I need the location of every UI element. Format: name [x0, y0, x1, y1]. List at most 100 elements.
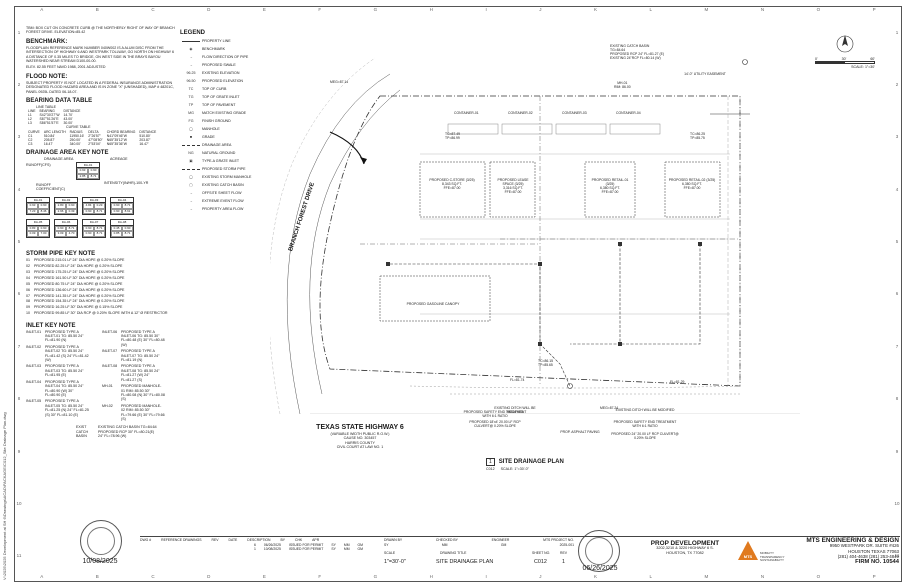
inlet-text: PROPOSED MANHOLE-01 RIM: 85.50 30" FL=80…	[121, 384, 165, 402]
table-cell: 2°26'57"	[88, 133, 101, 138]
drainage-box-name: DA-05	[27, 220, 49, 226]
inlet-text: PROPOSED MANHOLE-02 RIM: 85.50 30" FL=79…	[121, 403, 165, 421]
legend-row: PROPERTY LINE	[180, 37, 272, 45]
flood-title: FLOOD NOTE:	[26, 73, 68, 80]
legend-label: EXISTING CATCH BASIN	[202, 183, 244, 187]
drainage-box-name: DA-03	[83, 198, 105, 204]
owner-address-2: HOUSTON, TX 77082	[666, 551, 704, 555]
legend-symbol: ■	[189, 135, 193, 139]
gasoline-canopy: PROPOSED GASOLINE CANOPY	[406, 302, 460, 306]
storm-pipe-text: PROPOSED 161.50 LF 30" DIA HDPE @ 0.20% …	[34, 275, 125, 280]
drainage-box-value: 0.93	[77, 168, 88, 174]
revision-header-cell: BY	[280, 538, 285, 542]
legend-label: MANHOLE	[202, 127, 220, 131]
revision-cell: 6	[254, 543, 256, 547]
legend-label: FINISH GROUND	[202, 119, 231, 123]
table-cell: 203.87'	[139, 137, 151, 142]
table-cell: C2	[28, 137, 33, 142]
revision-cell: SY	[331, 543, 336, 547]
table-header: LINE	[28, 109, 36, 114]
spot-8: FL=81.74	[510, 378, 525, 382]
drainage-box-name: DA-08	[111, 220, 133, 226]
grid-number: 1	[895, 29, 899, 35]
storm-pipe-text: PROPOSED 175.25 LF 24" DIA HDPE @ 0.20% …	[34, 269, 125, 274]
drainage-box-value: 2.96	[55, 208, 66, 215]
revision-header-cell: REV	[211, 538, 219, 542]
legend-label: FLOW DIRECTION OF PIPE	[202, 55, 249, 59]
legend-label: TOP OF PAVEMENT	[202, 103, 236, 107]
drainage-box-value: 4.84	[83, 203, 94, 209]
drainage-box-value: 2.85	[77, 173, 88, 180]
legend: LEGEND PROPERTY LINE◉BENCHMARK→FLOW DIRE…	[180, 26, 272, 213]
building-retail-02: PROPOSED RETAIL-02 (3/25)6,380 SQ.FT.FFE…	[668, 178, 716, 190]
grid-number: 3	[895, 134, 899, 140]
spot-6: TC=86.15	[538, 359, 553, 363]
flood-text: SUBJECT PROPERTY IS NOT LOCATED IN A FED…	[26, 80, 174, 94]
table-cell: 510.80'	[139, 133, 151, 138]
rev-hdr: REV	[560, 551, 567, 555]
grid-number: 8	[17, 396, 21, 402]
firm-number: FIRM NO. 10544	[855, 558, 899, 565]
legend-dash-icon	[182, 144, 200, 146]
grid-letter: K	[593, 574, 597, 579]
drainage-box-name: DA-01	[27, 198, 49, 204]
grid-letter: B	[95, 574, 99, 579]
storm-pipe-text: PROPOSED 154.35 LF 24" DIA HDPE @ 0.20% …	[34, 299, 125, 304]
container-03: CONTAINER-03	[562, 111, 587, 115]
legend-row: ◉BENCHMARK	[180, 45, 272, 53]
drainage-box-value: 0.90	[38, 203, 49, 209]
building-c-store: PROPOSED C-STORE (3/25)8,343 SQ.FT.FFE=8…	[429, 178, 475, 190]
table-cell: L3	[28, 121, 32, 126]
curve-table-title: CURVE TABLE	[66, 125, 91, 130]
table-cell: 205.87'	[43, 137, 55, 142]
container-04: CONTAINER-04	[616, 111, 641, 115]
revision-cell: MM	[343, 543, 350, 547]
table-header: DELTA	[88, 129, 99, 134]
sheet-no-hdr: SHEET NO.	[532, 551, 551, 555]
scale-tick: 0'	[815, 57, 818, 61]
storm-pipe-text: PROPOSED 215.01 LF 24" DIA HDPE @ 0.20% …	[34, 258, 125, 263]
storm-pipe-text: PROPOSED 141.35 LF 24" DIA HDPE @ 0.20% …	[34, 293, 125, 298]
legend-line-icon	[182, 40, 200, 42]
legend-label: GRADE	[202, 135, 215, 139]
grid-number: 10	[894, 500, 900, 506]
grid-number: 7	[895, 343, 899, 349]
inlet-text: PROPOSED TYPE A INLET-01 TG: 85.50 24" F…	[45, 329, 84, 343]
callout-safety-end-2: PROPOSED SAFETY END TREATMENT WITH 6:1 R…	[613, 420, 677, 428]
firm-block: MTS ENGINEERING & DESIGN 9950 WESTPARK D…	[779, 537, 899, 565]
road-edge-outer	[286, 73, 391, 415]
grid-number: 8	[895, 396, 899, 402]
grid-letter: B	[95, 7, 99, 12]
legend-symbol: TC	[188, 87, 194, 91]
inlet-text: PROPOSED TYPE A INLET-03 TG: 85.50 24" F…	[45, 364, 84, 378]
scale-hdr: SCALE	[384, 551, 396, 555]
drainage-box-value: 0.93	[27, 203, 38, 209]
drawn-by-header-cell: MTS PROJECT NO.	[543, 538, 574, 542]
spot-7: TP=85.65	[538, 363, 553, 367]
legend-symbol	[180, 38, 202, 44]
legend-symbol: 96.25	[186, 71, 196, 75]
tbm-note: TBM: BOX CUT ON CONCRETE CURB @ THE NORT…	[26, 26, 175, 35]
site-plan-drawing	[268, 57, 800, 415]
firm-address-2: HOUSTON TEXAS 77063	[848, 548, 899, 554]
hwy-sublabels: (VARIABLE WIDTH PUBLIC R.O.W.)CAUSE NO. …	[330, 432, 390, 450]
drainage-box-value: 0.90	[55, 225, 66, 232]
